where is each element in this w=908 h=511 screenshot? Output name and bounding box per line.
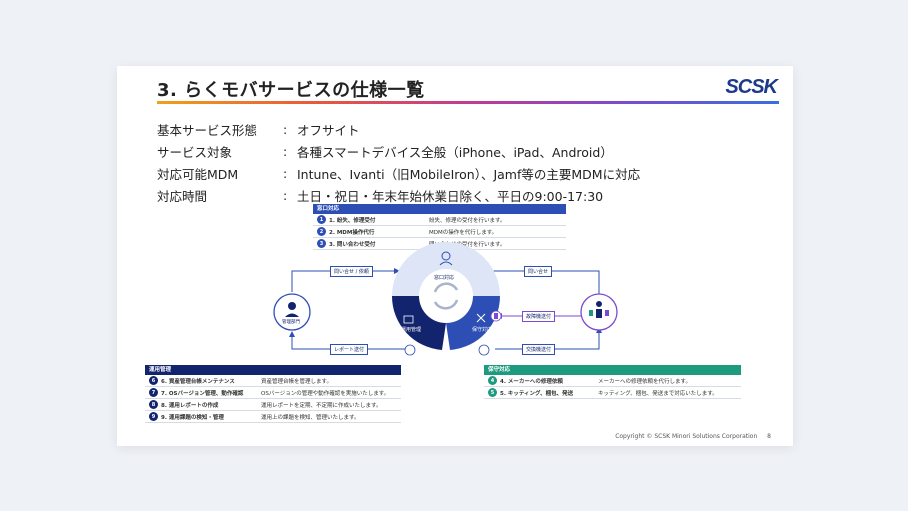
- table-row: 3 3. 問い合わせ受付 問い合わせの受付を行います。: [313, 238, 566, 250]
- number-badge: 6: [149, 376, 158, 385]
- spec-row-target: サービス対象 : 各種スマートデバイス全般（iPhone、iPad、Androi…: [157, 140, 640, 162]
- spec-colon: :: [283, 121, 288, 137]
- row-name: 6. 資産管理台帳メンテナンス: [161, 378, 235, 385]
- table-row: 4 4. メーカーへの修理依頼 メーカーへの修理依頼を代行します。: [484, 375, 741, 387]
- device-icon: [589, 310, 593, 316]
- table-row: 7 7. OSバージョン管理、動作確認 OSバージョンの管理や動作確認を実施いた…: [145, 387, 401, 399]
- segment-unyou: [391, 296, 446, 350]
- row-desc: メーカーへの修理依頼を代行します。: [598, 378, 691, 385]
- spec-list: 基本サービス形態 : オフサイト サービス対象 : 各種スマートデバイス全般（i…: [157, 118, 640, 206]
- table-row: 8 8. 運用レポートの作成 運用レポートを定期、不定期に作成いたします。: [145, 399, 401, 411]
- spec-value: オフサイト: [297, 122, 360, 138]
- spec-row-hours: 対応時間 : 土日・祝日・年末年始休業日除く、平日の9:00-17:30: [157, 184, 640, 206]
- spec-value: Intune、Ivanti（旧MobileIron）、Jamf等の主要MDMに対…: [297, 166, 641, 182]
- user-circle: [580, 293, 618, 331]
- copyright-text: Copyright © SCSK Minori Solutions Corpor…: [615, 433, 758, 440]
- spec-label: サービス対象: [157, 144, 233, 160]
- segment-label-right: 保守対応: [472, 327, 493, 333]
- segment-hoshu: [446, 296, 501, 350]
- segment-label-top: 窓口対応: [434, 275, 455, 281]
- table-row: 6 6. 資産管理台帳メンテナンス 資産管理台帳を管理します。: [145, 375, 401, 387]
- row-name: 1. 紛失、修理受付: [329, 217, 376, 224]
- row-desc: 運用レポートを定期、不定期に作成いたします。: [261, 402, 382, 409]
- cycle-arrow-icon: [433, 282, 459, 293]
- spec-colon: :: [283, 143, 288, 159]
- number-badge: 8: [149, 400, 158, 409]
- table-row: 9 9. 運用課題の検知・管理 運用上の課題を検知、管理いたします。: [145, 411, 401, 423]
- table-row: 2 2. MDM操作代行 MDMの操作を代行します。: [313, 226, 566, 238]
- row-name: 7. OSバージョン管理、動作確認: [161, 390, 244, 397]
- madoguchi-header: 窓口対応: [313, 204, 566, 214]
- report-node-icon: [404, 344, 416, 356]
- row-desc: 問い合わせの受付を行います。: [429, 241, 506, 248]
- madoguchi-box: 窓口対応 1 1. 紛失、修理受付 紛失、修理の受付を行います。 2 2. MD…: [313, 204, 566, 250]
- admin-label: 管理部門: [282, 320, 300, 325]
- row-name: 2. MDM操作代行: [329, 229, 375, 236]
- unyou-header: 運用管理: [145, 365, 401, 375]
- hoshu-header: 保守対応: [484, 365, 741, 375]
- table-row: 1 1. 紛失、修理受付 紛失、修理の受付を行います。: [313, 214, 566, 226]
- tools-icon: [476, 313, 486, 323]
- row-desc: 運用上の課題を検知、管理いたします。: [261, 414, 360, 421]
- spec-colon: :: [283, 165, 288, 181]
- flow-label-left-bottom: レポート送付: [330, 344, 369, 355]
- unyou-box: 運用管理 6 6. 資産管理台帳メンテナンス 資産管理台帳を管理します。 7 7…: [145, 365, 401, 423]
- flow-label-top-right: 問い合せ: [524, 266, 553, 277]
- spec-label: 基本サービス形態: [157, 122, 258, 138]
- user-person-icon: [596, 301, 602, 307]
- row-name: 3. 問い合わせ受付: [329, 241, 376, 248]
- table-row: 5 5. キッティング、梱包、発送 キッティング、梱包、発送まで対応いたします。: [484, 387, 741, 399]
- page-number: 8: [767, 433, 771, 440]
- number-badge: 1: [317, 215, 326, 224]
- row-name: 9. 運用課題の検知・管理: [161, 414, 224, 421]
- number-badge: 9: [149, 412, 158, 421]
- flow-label-right-bottom: 交換機送付: [522, 344, 556, 355]
- spec-row-form: 基本サービス形態 : オフサイト: [157, 118, 640, 140]
- scsk-logo: SCSK: [725, 76, 778, 98]
- spec-label: 対応時間: [157, 188, 208, 204]
- segment-label-left: 運用管理: [401, 327, 422, 333]
- row-name: 5. キッティング、梱包、発送: [500, 390, 574, 397]
- title-gradient-rule: [157, 101, 779, 104]
- operator-icon: [441, 251, 451, 261]
- row-desc: キッティング、梱包、発送まで対応いたします。: [598, 390, 718, 397]
- monitor-icon: [403, 315, 414, 324]
- number-badge: 5: [488, 388, 497, 397]
- hoshu-box: 保守対応 4 4. メーカーへの修理依頼 メーカーへの修理依頼を代行します。 5…: [484, 365, 741, 399]
- admin-person-icon: [288, 302, 296, 310]
- row-desc: OSバージョンの管理や動作確認を実施いたします。: [261, 390, 390, 397]
- spec-value: 各種スマートデバイス全般（iPhone、iPad、Android）: [297, 144, 613, 160]
- spec-colon: :: [283, 187, 288, 203]
- number-badge: 2: [317, 227, 326, 236]
- slide-title: 3. らくモバサービスの仕様一覧: [157, 80, 425, 101]
- number-badge: 7: [149, 388, 158, 397]
- flow-label-top-left: 問い合せ / 依頼: [330, 266, 373, 277]
- segment-madoguchi: [392, 242, 500, 296]
- number-badge: 4: [488, 376, 497, 385]
- phone-node-icon: [490, 310, 502, 322]
- flow-label-right-mid: 故障機送付: [522, 311, 556, 322]
- shipping-node-icon: [478, 344, 490, 356]
- row-name: 4. メーカーへの修理依頼: [500, 378, 563, 385]
- footer: Copyright © SCSK Minori Solutions Corpor…: [615, 433, 771, 440]
- row-name: 8. 運用レポートの作成: [161, 402, 219, 409]
- spec-row-mdm: 対応可能MDM : Intune、Ivanti（旧MobileIron）、Jam…: [157, 162, 640, 184]
- number-badge: 3: [317, 239, 326, 248]
- row-desc: MDMの操作を代行します。: [429, 229, 498, 236]
- spec-value: 土日・祝日・年末年始休業日除く、平日の9:00-17:30: [297, 188, 604, 204]
- slide: 3. らくモバサービスの仕様一覧 SCSK 基本サービス形態 : オフサイト サ…: [117, 66, 793, 446]
- spec-label: 対応可能MDM: [157, 166, 239, 182]
- row-desc: 資産管理台帳を管理します。: [261, 378, 332, 385]
- row-desc: 紛失、修理の受付を行います。: [429, 217, 506, 224]
